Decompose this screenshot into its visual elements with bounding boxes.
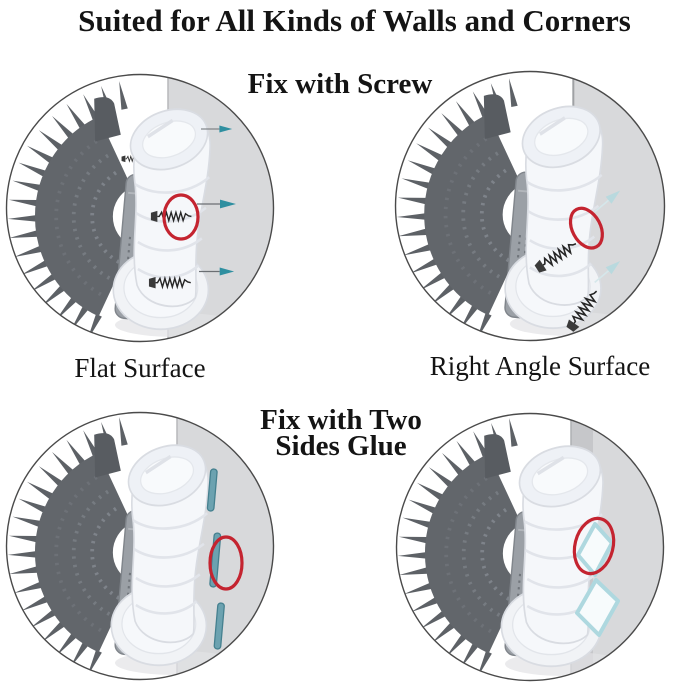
photo-flat-surface-screw-mount xyxy=(5,73,275,343)
photo-glue-strips-mount xyxy=(5,411,275,681)
heading-glue-line2: Sides Glue xyxy=(275,430,407,462)
photo-right-angle-screw-mount xyxy=(394,70,666,342)
caption-right-angle-surface: Right Angle Surface xyxy=(429,351,651,381)
page-title: Suited for All Kinds of Walls and Corner… xyxy=(78,3,631,38)
highlight-oval xyxy=(568,206,604,250)
heading-glue-line1: Fix with Two xyxy=(260,404,422,436)
highlight-oval xyxy=(572,516,616,576)
heading-fix-with-screw: Fix with Screw xyxy=(247,68,433,100)
heading-fix-with-glue: Fix with Two Sides Glue xyxy=(190,404,492,462)
highlight-oval xyxy=(208,535,244,591)
highlight-oval xyxy=(162,193,200,241)
glue-pads xyxy=(575,522,620,637)
photo-glue-pads-mount xyxy=(395,412,665,682)
caption-flat-surface: Flat Surface xyxy=(74,353,206,383)
